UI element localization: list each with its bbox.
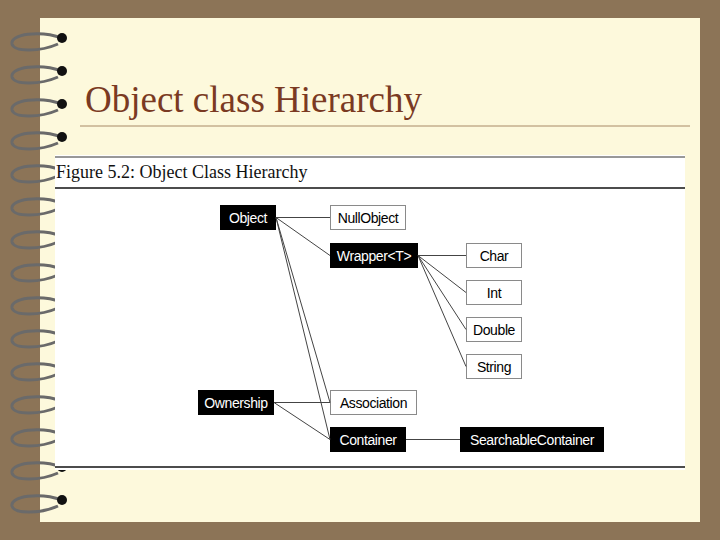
class-box-concrete: String [466, 354, 522, 379]
inheritance-line [276, 218, 330, 256]
class-name: SearchableContainer [470, 432, 594, 448]
inheritance-line [276, 217, 330, 218]
inheritance-line [276, 218, 330, 403]
class-name: Char [480, 248, 509, 264]
class-name: Object [229, 210, 267, 226]
class-box-abstract: Object [220, 205, 276, 230]
class-name: Wrapper<T> [337, 248, 411, 264]
slide-title: Object class Hierarchy [85, 78, 422, 121]
class-box-concrete: Double [466, 317, 522, 342]
figure-panel [55, 155, 685, 470]
class-box-abstract: Container [330, 427, 406, 452]
title-rule [80, 126, 690, 127]
inheritance-line [276, 218, 330, 440]
inheritance-line [418, 256, 466, 330]
class-box-concrete: Int [466, 280, 522, 305]
class-name: Double [473, 322, 515, 338]
class-box-abstract: Ownership [198, 390, 274, 415]
class-name: Container [339, 432, 396, 448]
inheritance-line [418, 256, 466, 293]
class-name: String [477, 359, 511, 375]
class-box-abstract: Wrapper<T> [330, 243, 418, 268]
class-name: NullObject [338, 210, 399, 226]
inheritance-line [418, 256, 466, 367]
inheritance-line [418, 255, 466, 256]
inheritance-line [274, 402, 330, 403]
class-box-abstract: SearchableContainer [460, 427, 604, 452]
inheritance-line [274, 403, 330, 440]
class-name: Ownership [204, 395, 267, 411]
figure-caption: Figure 5.2: Object Class Hierarchy [56, 162, 307, 183]
class-name: Int [487, 285, 501, 301]
class-box-concrete: NullObject [330, 205, 406, 230]
class-name: Association [340, 395, 407, 411]
class-box-concrete: Char [466, 243, 522, 268]
class-box-concrete: Association [330, 390, 417, 415]
inheritance-line [406, 439, 460, 440]
